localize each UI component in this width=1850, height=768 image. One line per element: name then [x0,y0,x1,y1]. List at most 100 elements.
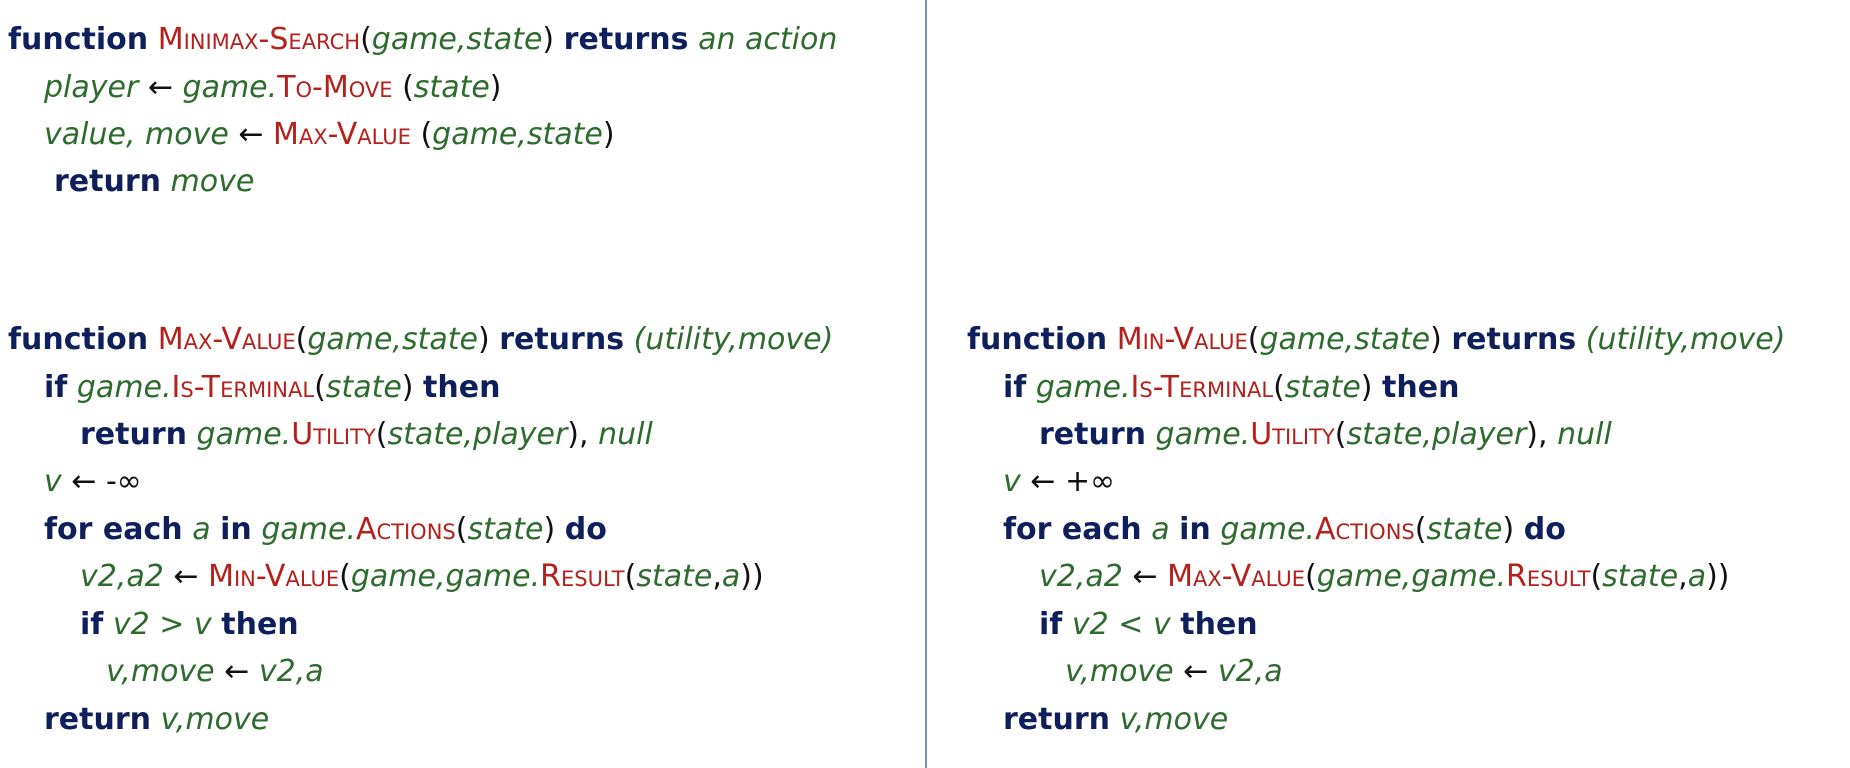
max-value-line: v ← -∞ [44,462,142,502]
punctuation-token [151,702,161,737]
max-value-line: if v2 > v then [80,605,299,645]
variable-token: null [1557,417,1612,452]
punctuation-token: ), [567,417,599,452]
variable-token: state,player [1346,417,1527,452]
min-value-line: if game.Is-Terminal(state) then [1003,368,1459,408]
function-name-token: Min-Value [208,559,340,594]
punctuation-token: , [1678,559,1688,594]
max-value-line: return v,move [44,700,269,740]
punctuation-token: )) [740,559,764,594]
punctuation-token: ( [375,417,388,452]
minimax-search-line: value, move ← Max-Value (game,state) [44,115,615,155]
punctuation-token [1170,512,1180,547]
max-value-line: for each a in game.Actions(state) do [44,510,607,550]
punctuation-token: ( [455,512,468,547]
punctuation-token: ← [228,117,274,152]
max-value-line: v2,a2 ← Min-Value(game,game.Result(state… [80,557,764,597]
keyword-token: return [44,702,151,737]
function-name-token: Utility [291,417,376,452]
variable-token: state [413,70,490,105]
punctuation-token: ) [477,322,500,357]
variable-token: game. [1220,512,1315,547]
punctuation-token [103,607,113,642]
function-name-token: Actions [355,512,456,547]
min-value-line: return v,move [1003,700,1228,740]
variable-token: v,move [1065,654,1174,689]
variable-token: state [636,559,713,594]
punctuation-token: ( [360,22,372,57]
keyword-token: if [1039,607,1063,642]
keyword-token: return [1039,417,1146,452]
punctuation-token: )) [1706,559,1730,594]
punctuation-token [1576,322,1586,357]
min-value-line: v,move ← v2,a [1065,652,1283,692]
minimax-search-line: return move [54,162,254,202]
punctuation-token [1026,370,1036,405]
keyword-token: then [221,607,299,642]
variable-token: v [1003,464,1021,499]
function-name-token: Max-Value [157,322,296,357]
variable-token: v2,a2 [80,559,164,594]
keyword-token: for each [44,512,183,547]
variable-token: game,state [371,22,543,57]
keyword-token: for each [1003,512,1142,547]
punctuation-token: ← [1122,559,1168,594]
function-name-token: Is-Terminal [1130,370,1274,405]
function-name-token: Max-Value [1167,559,1305,594]
punctuation-token [183,512,193,547]
variable-token: value, move [44,117,229,152]
variable-token: game. [1035,370,1131,405]
function-name-token: Result [1505,559,1591,594]
punctuation-token: ( [1334,417,1347,452]
punctuation-token [252,512,262,547]
variable-token: (utility,move) [1585,322,1786,357]
punctuation-token: ← [138,70,183,105]
punctuation-token: ( [1590,559,1603,594]
variable-token: state,player [387,417,568,452]
function-name-token: Min-Value [1116,322,1248,357]
min-value-line: v ← +∞ [1003,462,1115,502]
punctuation-token [1110,702,1120,737]
punctuation-token [1146,417,1156,452]
keyword-token: then [1382,370,1460,405]
punctuation-token: ) [489,70,502,105]
variable-token: a [721,559,741,594]
keyword-token: returns [563,22,689,57]
variable-token: game. [261,512,356,547]
punctuation-token [1107,322,1117,357]
punctuation-token [1211,512,1221,547]
min-value-line: for each a in game.Actions(state) do [1003,510,1566,550]
minimax-search-line: player ← game.To-Move (state) [44,68,502,108]
variable-token: game,game. [350,559,541,594]
punctuation-token: ( [339,559,351,594]
punctuation-token [161,164,171,199]
punctuation-token: ( [1273,370,1285,405]
function-name-token: Max-Value [273,117,411,152]
punctuation-token: ) [602,117,615,152]
variable-token: state [467,512,544,547]
variable-token: v2 < v [1071,607,1171,642]
keyword-token: function [8,322,149,357]
punctuation-token: , [712,559,722,594]
punctuation-token [67,370,77,405]
variable-token: state [1602,559,1679,594]
punctuation-token: ), [1526,417,1558,452]
punctuation-token: ) [401,370,424,405]
minimax-search-line: function Minimax-Search(game,state) retu… [8,20,837,60]
punctuation-token: ( [1247,322,1260,357]
keyword-token: function [8,22,149,57]
max-value-line: if game.Is-Terminal(state) then [44,368,500,408]
variable-token: game,state [307,322,478,357]
variable-token: v,move [160,702,270,737]
keyword-token: in [220,512,252,547]
keyword-token: then [423,370,501,405]
punctuation-token: ( [295,322,308,357]
keyword-token: return [1003,702,1110,737]
variable-token: a [1687,559,1707,594]
min-value-line: function Min-Value(game,state) returns (… [967,320,1785,360]
variable-token: v2,a2 [1039,559,1123,594]
keyword-token: do [564,512,607,547]
punctuation-token: ( [314,370,326,405]
keyword-token: return [80,417,187,452]
punctuation-token: ) [543,512,565,547]
